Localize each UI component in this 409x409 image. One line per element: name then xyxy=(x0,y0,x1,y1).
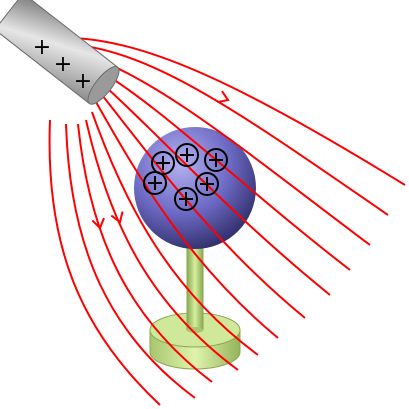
charged-rod-icon: +++ xyxy=(0,0,120,105)
rod-charge-sign: + xyxy=(74,69,92,94)
field-arrowhead xyxy=(91,217,105,230)
field-line xyxy=(65,123,196,399)
plus-charge-icon xyxy=(143,171,167,195)
induced-charges xyxy=(143,143,228,211)
field-line xyxy=(48,119,161,406)
field-arrowhead xyxy=(110,211,124,224)
field-line xyxy=(91,111,259,356)
plus-charge-icon xyxy=(174,187,198,211)
field-arrowhead xyxy=(217,90,230,104)
rod-charge-sign: + xyxy=(33,35,51,60)
rod-charge-signs: +++ xyxy=(33,35,92,94)
plus-charge-icon xyxy=(151,151,175,175)
field-arrows xyxy=(91,90,230,230)
rod-charge-sign: + xyxy=(54,52,72,77)
sphere-icon xyxy=(134,127,256,249)
field-line xyxy=(95,101,279,339)
plus-charge-icon xyxy=(175,143,199,167)
plus-charge-icon xyxy=(195,172,219,196)
field-line xyxy=(77,123,213,383)
plus-charge-icon xyxy=(204,148,228,172)
field-line xyxy=(95,77,331,296)
field-line xyxy=(77,44,389,216)
field-line xyxy=(69,37,406,186)
field-line xyxy=(91,65,351,271)
field-line xyxy=(85,119,239,371)
